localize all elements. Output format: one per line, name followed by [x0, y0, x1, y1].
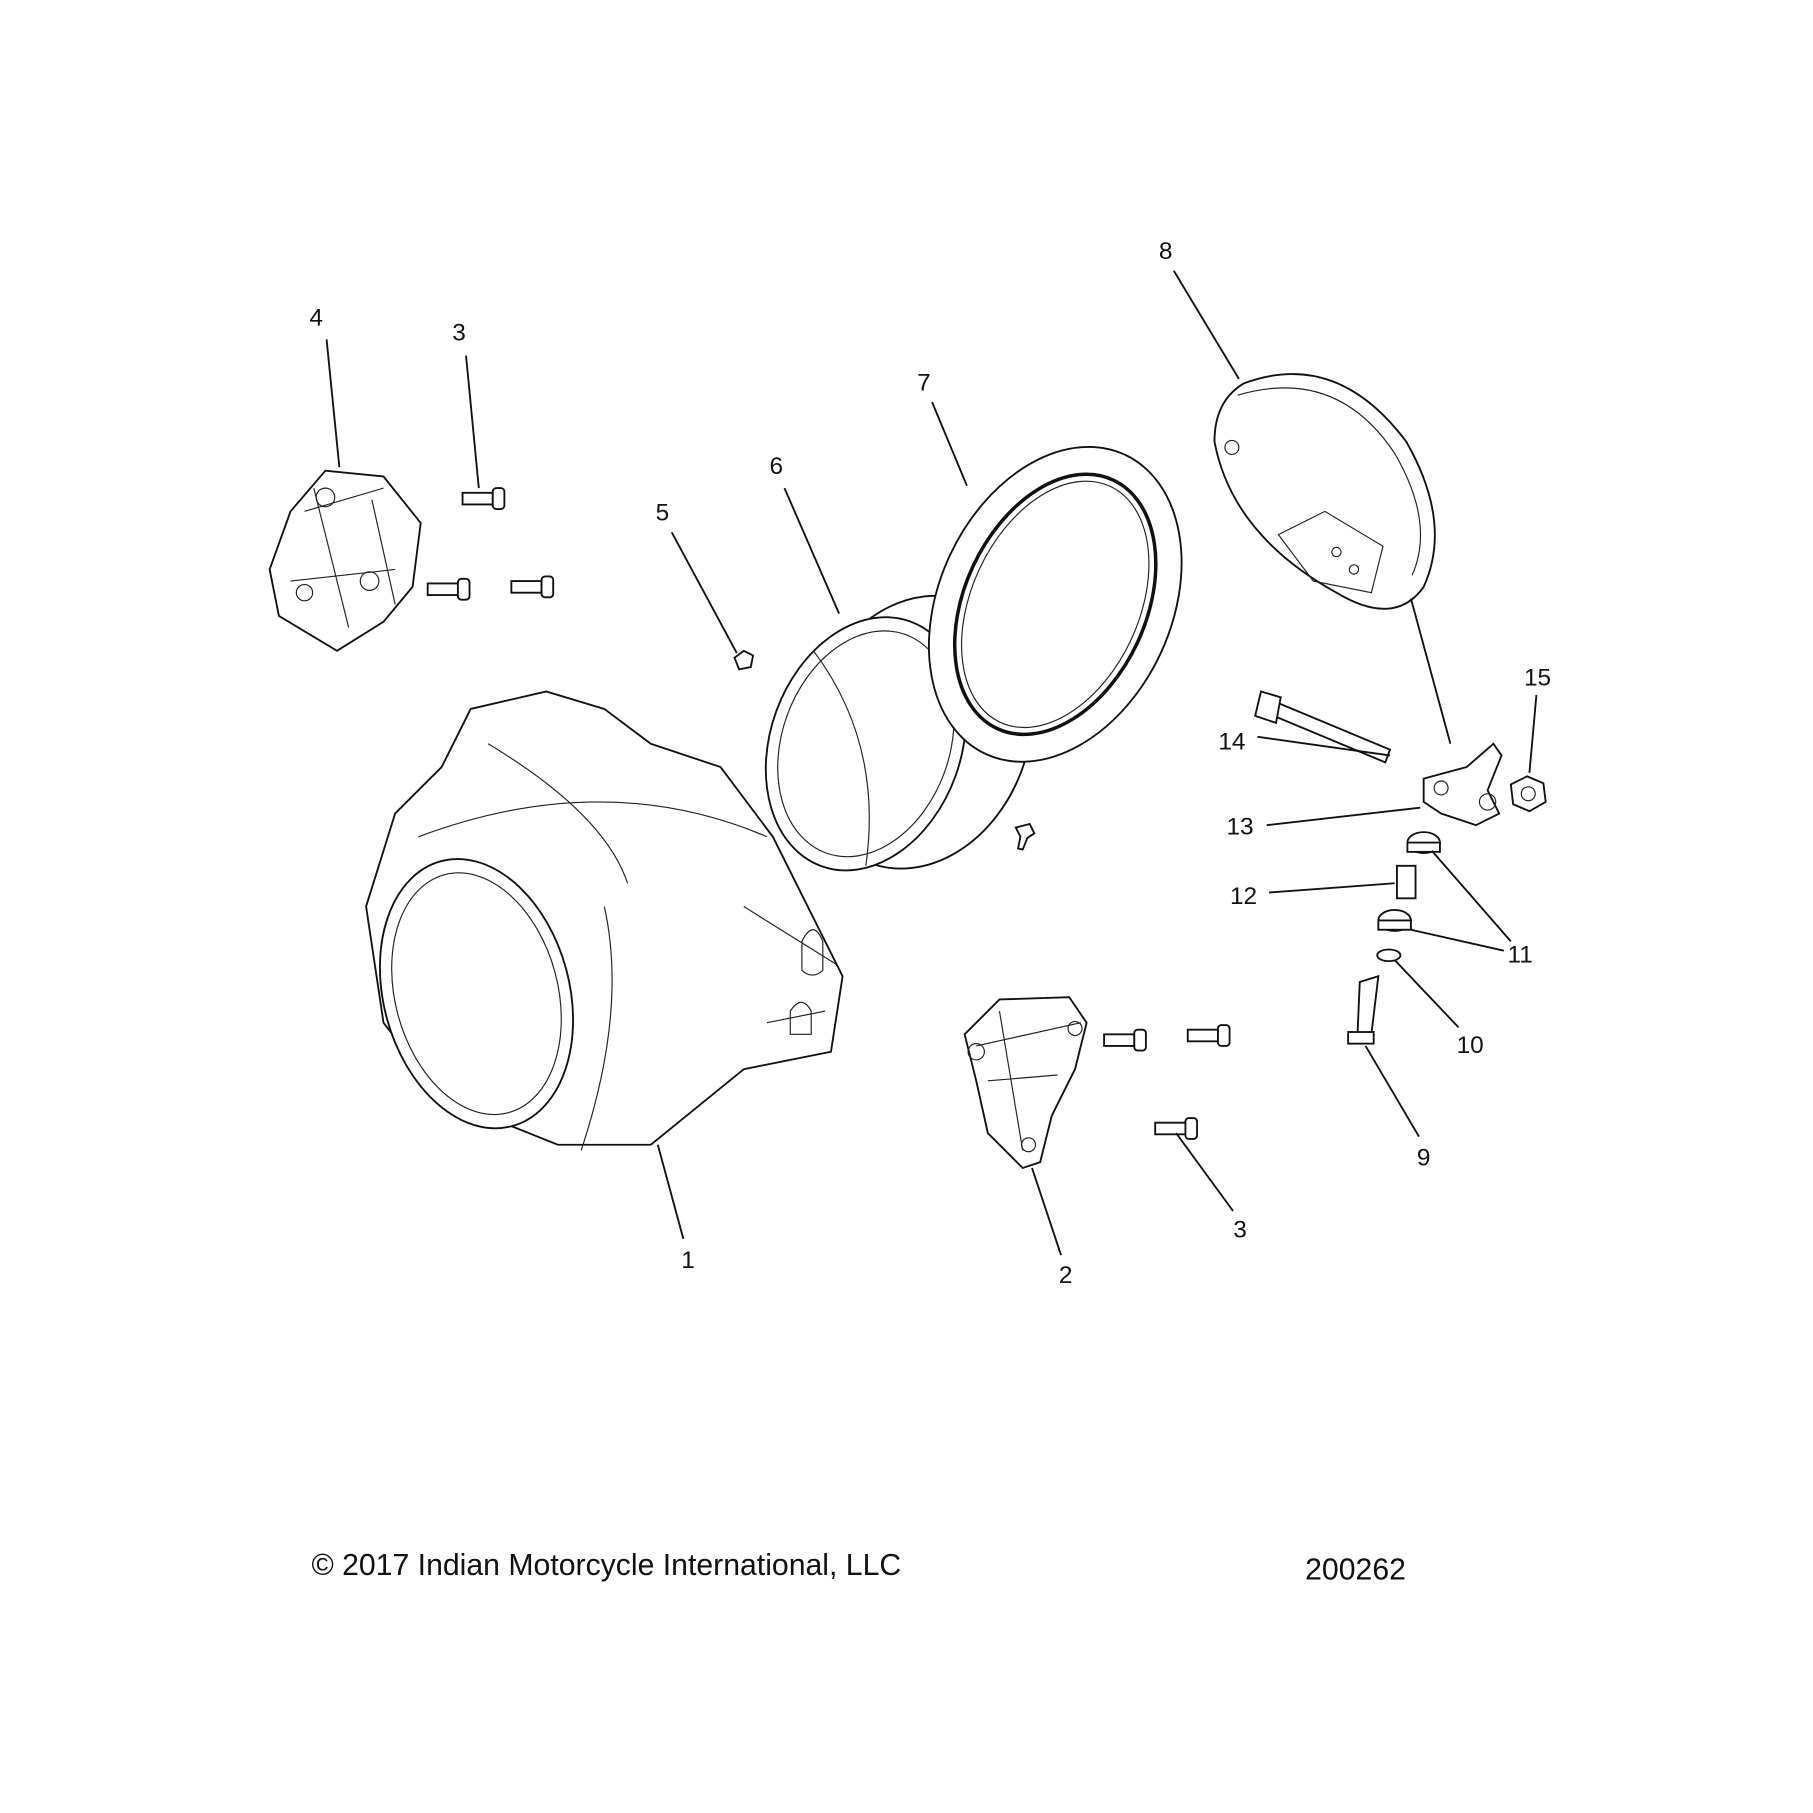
- part-7-trim-ring: [928, 445, 1183, 763]
- part-14-bolt: [1254, 690, 1392, 764]
- callout-15: 15: [1524, 665, 1551, 692]
- part-13-bracket: [1422, 742, 1503, 827]
- callout-13: 13: [1226, 813, 1253, 840]
- callout-8: 8: [1159, 238, 1173, 265]
- callout-12: 12: [1230, 883, 1257, 910]
- callout-7: 7: [917, 369, 931, 396]
- part-5-screw: [733, 649, 755, 671]
- callout-5: 5: [656, 500, 670, 527]
- diagram-number: 200262: [1305, 1553, 1406, 1586]
- screws-3-right: [1103, 1024, 1231, 1140]
- screws-3-left: [426, 487, 555, 601]
- part-11-nuts: [1377, 831, 1441, 932]
- callout-14: 14: [1218, 729, 1245, 756]
- part-12-spacer: [1396, 864, 1417, 900]
- callout-10: 10: [1457, 1032, 1484, 1059]
- callout-3-left: 3: [452, 320, 466, 347]
- part-4-switch-housing-left: [268, 469, 422, 652]
- part-10-washer: [1376, 948, 1402, 963]
- leader-lines: [325, 270, 1538, 1256]
- callout-11: 11: [1507, 941, 1532, 968]
- callout-labels: 1 2 3 3 4 5 6 7 8 9 10 11 12 13 14 15: [309, 238, 1551, 1289]
- callout-6: 6: [770, 453, 784, 480]
- part-1-nacelle: [365, 690, 844, 1151]
- copyright-text: © 2017 Indian Motorcycle International, …: [311, 1549, 901, 1582]
- callout-2: 2: [1059, 1262, 1073, 1289]
- part-15-nut: [1509, 775, 1547, 813]
- part-9-bolt: [1347, 974, 1380, 1045]
- part-8-headlamp-bucket: [1213, 373, 1436, 610]
- callout-4: 4: [309, 304, 323, 331]
- callout-9: 9: [1417, 1145, 1431, 1172]
- trim-screw: [1014, 822, 1036, 851]
- callout-3-right: 3: [1233, 1217, 1247, 1244]
- callout-1: 1: [681, 1247, 695, 1274]
- part-2-switch-housing-right: [963, 996, 1088, 1170]
